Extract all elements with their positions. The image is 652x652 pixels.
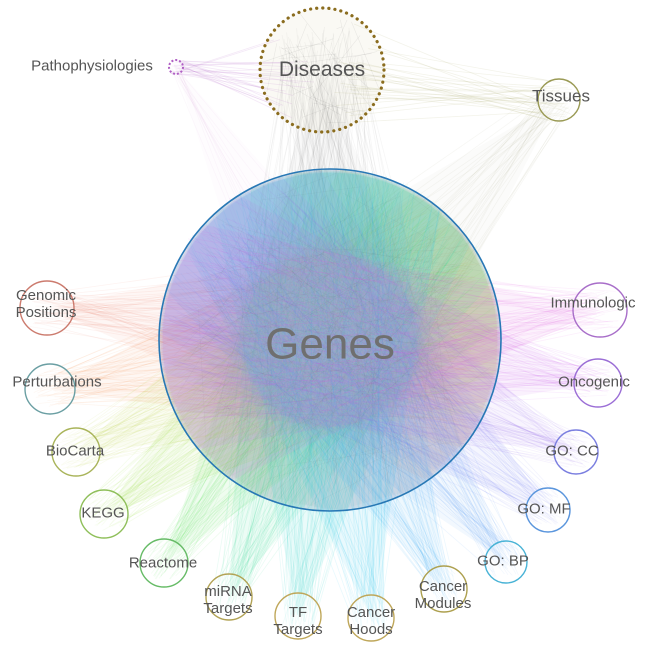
edge-bundle-kegg-genes (87, 169, 502, 531)
edge-layer (28, 13, 619, 635)
edge-bundle-diseases-genes (193, 26, 472, 514)
node-circle-go_bp[interactable] (484, 540, 528, 584)
edge-bundle-reactome-genes (147, 172, 501, 580)
fill-layer (159, 8, 501, 511)
edge-bundle-genomic_positions-genes (28, 225, 500, 481)
edge-bundle-oncogenic-genes (156, 195, 615, 449)
node-circle-go_mf[interactable] (525, 487, 571, 533)
node-circle-oncogenic[interactable] (573, 358, 623, 408)
edge-bundle-cancer_hoods-genes (186, 170, 441, 635)
texture-genes (166, 173, 496, 506)
node-circle-pathophysiologies[interactable] (168, 59, 184, 75)
node-circle-cancer_hoods[interactable] (347, 594, 395, 642)
outline-layer (158, 6, 502, 512)
node-circle-tf_targets[interactable] (274, 592, 322, 640)
edge-bundle-go_cc-genes (158, 176, 592, 468)
genes-area (159, 169, 501, 511)
edge-bundle-tf_targets-genes (215, 169, 471, 631)
edge-bundle-tissues-diseases (334, 23, 578, 123)
edge-bundle-pathophysiologies-diseases (169, 39, 315, 119)
edge-bundle-biocarta-genes (59, 176, 501, 469)
edge-bundle-perturbations-genes (33, 194, 499, 448)
diseases-node-outline[interactable] (258, 6, 386, 134)
edge-bundle-cancer_modules-genes (166, 169, 458, 605)
edge-bundle-pathophysiologies-genes (171, 62, 476, 495)
node-layer (19, 59, 628, 642)
node-circle-perturbations[interactable] (24, 363, 76, 415)
node-circle-biocarta[interactable] (51, 427, 101, 477)
node-circle-mirna_targets[interactable] (205, 573, 253, 621)
edge-bundle-mirna_targets-genes (213, 166, 491, 613)
node-circle-cancer_modules[interactable] (420, 565, 468, 613)
edge-bundle-go_mf-genes (158, 169, 564, 525)
edge-bundle-go_bp-genes (159, 170, 521, 577)
edge-bundle-tissues-genes (167, 88, 574, 505)
node-circle-go_cc[interactable] (553, 429, 599, 475)
node-circle-tissues[interactable] (537, 78, 581, 122)
texture-diseases (261, 13, 381, 123)
edge-bundle-immunologic-genes (160, 224, 619, 481)
diseases-area (260, 8, 384, 132)
node-circle-genomic_positions[interactable] (19, 280, 75, 336)
node-circle-immunologic[interactable] (572, 282, 628, 338)
node-circle-kegg[interactable] (79, 489, 129, 539)
genes-node-outline[interactable] (158, 168, 502, 512)
node-circle-reactome[interactable] (139, 538, 189, 588)
